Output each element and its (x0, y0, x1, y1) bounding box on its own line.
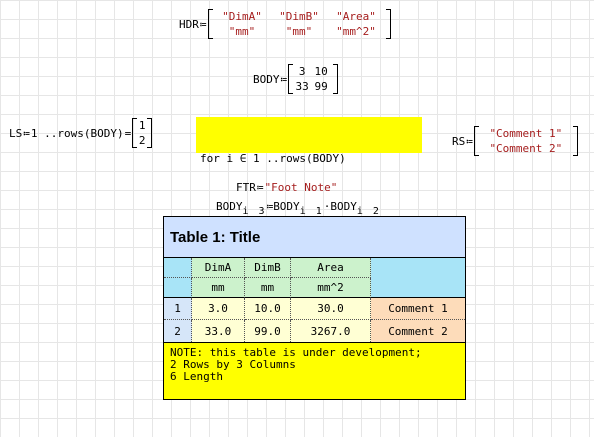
data-cell: 99.0 (245, 320, 291, 342)
table-title: Table 1: Title (164, 217, 465, 258)
table-row: 2 33.0 99.0 3267.0 Comment 2 (164, 320, 465, 342)
row-number-cell: 1 (164, 298, 192, 320)
body-matrix: 3 10 33 99 (288, 64, 339, 94)
body-cell: 3 (298, 65, 306, 78)
data-cell: 33.0 (192, 320, 245, 342)
units-cell: mm^2 (291, 278, 371, 298)
hdr-cell: "mm" (285, 25, 313, 38)
footer-line: 2 Rows by 3 Columns (170, 358, 296, 371)
hdr-matrix: "DimA" "DimB" "Area" "mm" "mm" "mm^2" (207, 9, 391, 39)
ls-cell: 1 (138, 119, 146, 132)
data-cell: 30.0 (291, 298, 371, 320)
ls-cell: 2 (138, 134, 146, 147)
rs-cell: "Comment 2" (489, 142, 563, 155)
prog-assign-op: ≔ (266, 200, 274, 213)
prog-body: BODY (273, 200, 300, 213)
body-cell: 99 (314, 80, 328, 93)
rendered-table[interactable]: Table 1: Title DimA DimB Area mm mm mm^2… (163, 216, 466, 400)
rs-name: RS (452, 134, 466, 148)
header-cell: DimB (245, 258, 291, 278)
program-assign-line: BODYi 3≔BODYi 1·BODYi 2 (200, 199, 418, 217)
hdr-cell: "mm^2" (336, 25, 376, 38)
body-cell: 33 (295, 80, 309, 93)
header-cell: Area (291, 258, 371, 278)
comment-cell: Comment 1 (371, 298, 465, 320)
units-comment-cell (371, 278, 465, 298)
data-cell: 10.0 (245, 298, 291, 320)
header-comment-cell (371, 258, 465, 278)
prog-body: BODY (216, 200, 243, 213)
prog-subscript: i 1 (299, 206, 324, 217)
table-header-row: DimA DimB Area (164, 258, 465, 278)
hdr-cell: "DimB" (279, 10, 319, 23)
program-block[interactable]: for i ∈ 1 ..rows(BODY) BODYi 3≔BODYi 1·B… (196, 117, 422, 217)
rs-matrix: "Comment 1" "Comment 2" (473, 126, 578, 156)
program-for-line: for i ∈ 1 ..rows(BODY) (200, 152, 346, 165)
ftr-name: FTR (236, 181, 256, 194)
define-operator: ≔ (280, 72, 288, 86)
units-corner-cell (164, 278, 192, 298)
hdr-cell: "DimA" (222, 10, 262, 23)
data-cell: 3267.0 (291, 320, 371, 342)
footer-line: NOTE: this table is under development; (170, 346, 422, 359)
define-operator: ≔ (466, 134, 473, 148)
define-operator: ≔ (256, 181, 264, 194)
hdr-cell: "mm" (228, 25, 256, 38)
data-cell: 3.0 (192, 298, 245, 320)
ftr-definition[interactable]: FTR ≔ "Foot Note" (236, 181, 337, 194)
units-cell: mm (192, 278, 245, 298)
ls-range: 1 ..rows(BODY) (30, 126, 124, 140)
define-operator: ≔ (23, 126, 30, 140)
hdr-cell: "Area" (336, 10, 376, 23)
prog-multiply-op: · (323, 200, 331, 213)
row-number-cell: 2 (164, 320, 192, 342)
rs-cell: "Comment 1" (489, 127, 563, 140)
define-operator: ≔ (199, 17, 207, 31)
body-cell: 10 (314, 65, 328, 78)
equals-operator: = (124, 126, 132, 140)
prog-subscript: i 2 (356, 206, 381, 217)
prog-subscript: i 3 (242, 206, 267, 217)
units-cell: mm (245, 278, 291, 298)
ls-name: LS (9, 126, 23, 140)
hdr-definition[interactable]: HDR ≔ "DimA" "DimB" "Area" "mm" "mm" "mm… (179, 9, 391, 39)
rs-definition[interactable]: RS ≔ "Comment 1" "Comment 2" (452, 126, 578, 156)
ls-definition[interactable]: LS ≔ 1 ..rows(BODY) = 1 2 (9, 118, 153, 148)
ftr-value: "Foot Note" (264, 181, 338, 194)
comment-cell: Comment 2 (371, 320, 465, 342)
table-footer: NOTE: this table is under development; 2… (164, 342, 465, 399)
table-units-row: mm mm mm^2 (164, 278, 465, 298)
header-corner-cell (164, 258, 192, 278)
hdr-name: HDR (179, 17, 199, 31)
ls-result-matrix: 1 2 (132, 118, 153, 148)
header-cell: DimA (192, 258, 245, 278)
body-name: BODY (253, 72, 280, 86)
prog-body: BODY (330, 200, 357, 213)
body-definition[interactable]: BODY ≔ 3 10 33 99 (253, 64, 339, 94)
footer-line: 6 Length (170, 370, 223, 383)
table-row: 1 3.0 10.0 30.0 Comment 1 (164, 298, 465, 320)
